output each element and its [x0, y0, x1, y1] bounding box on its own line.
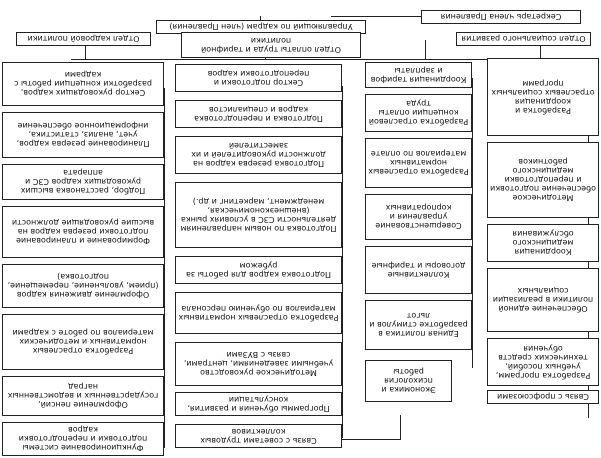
col3-text-1: Координация тарифов и зарплаты: [370, 66, 467, 84]
col3-box-1: Координация тарифов и зарплаты: [365, 62, 472, 88]
social-label: Отдел социального развития: [461, 34, 586, 44]
col3-text-6: Единая политика в разработке стимулов и …: [369, 311, 468, 339]
col1-box-2: Планирование резерва кадров, учет, анали…: [2, 112, 164, 158]
labor-pay-label: Отдел оплаты труда и тарифной политики: [201, 36, 341, 54]
col4-text-6: Связь с профсоюзами: [496, 392, 590, 402]
col4-box-4: Обеспечение единой политики в реализации…: [487, 268, 599, 332]
col1-box-6: Разработка отраслевых нормативных и мето…: [2, 314, 164, 370]
col2-box-2: Подготовка и переподготовка кадров и спе…: [175, 100, 342, 128]
col1-text-5: Оформление движения кадров (прием, уволь…: [7, 272, 159, 300]
secretary-box: Секретарь члена Правления: [421, 10, 581, 24]
col4-text-3: Координация медицинского обслуживания: [512, 229, 574, 257]
col3-text-3: Разработка отраслевых нормативных матери…: [368, 149, 469, 177]
col2-box-4: Подготовка по новым направлениям деятель…: [175, 182, 342, 248]
col2-box-6: Разработка отраслевых нормативных матери…: [175, 292, 342, 334]
col1-box-7: Оформление пенсий, государственных и вед…: [2, 376, 164, 416]
col2-box-5: Подготовка кадров для работы за рубежом: [175, 256, 342, 284]
col4-text-1: Разработка и координация отраслевых соци…: [491, 79, 595, 115]
col2-text-8: Программы обучения и развития, консульта…: [187, 395, 330, 413]
col3-spine: [472, 78, 473, 368]
col2-text-1: Сектор подготовки и переподготовки кадро…: [207, 69, 310, 87]
col3-box-2: Разработка отраслевой концепции оплаты т…: [365, 94, 472, 132]
social-dept: Отдел социального развития: [456, 32, 591, 46]
col1-text-7: Оформление пенсий, государственных и вед…: [7, 382, 159, 410]
col1-text-8: Функционирование системы подготовки и пе…: [18, 425, 148, 453]
hr-policy-label: Отдел кадровой политики: [27, 34, 140, 44]
col2-text-3: Подготовка резерва кадров на должности р…: [191, 141, 326, 169]
col1-box-3: Подбор, расстановка высших руководящих к…: [2, 164, 164, 200]
head-label: Управляющий по кадрам (член Правления): [169, 22, 353, 32]
sovet-link: [341, 439, 401, 440]
col3-box-7: Экономика и психология работы: [365, 360, 452, 402]
col2-box-7: Методическое руководство учебными заведе…: [175, 342, 342, 386]
col4-text-4: Обеспечение единой политики в реализации…: [492, 286, 594, 314]
col3-box-6: Единая политика в разработке стимулов и …: [365, 300, 472, 350]
col1-spine: [164, 88, 165, 448]
col2-box-9: Связь с советами трудовых коллективов: [175, 424, 342, 448]
col3-text-4: Совершенствование управления и корпорати…: [375, 203, 462, 231]
col1-text-4: Формирование и планирование подготовки р…: [11, 218, 155, 246]
col3-text-2: Разработка отраслевой концепции оплаты т…: [368, 99, 469, 127]
col2-text-9: Связь с советами трудовых коллективов: [200, 427, 317, 445]
connector-col3: [425, 40, 426, 60]
col3-box-5: Коллективные договоры и тарифные: [365, 246, 472, 294]
labor-pay-dept: Отдел оплаты труда и тарифной политики: [181, 32, 361, 58]
col4-box-2: Методическое обеспечение подготовки и пе…: [487, 142, 599, 218]
col2-text-7: Методическое руководство учебными заведе…: [183, 350, 334, 378]
hr-policy-dept: Отдел кадровой политики: [16, 32, 151, 46]
col2-text-6: Разработка отраслевых нормативных матери…: [178, 304, 339, 322]
col1-text-2: Планирование резерва кадров, учет, анали…: [16, 121, 150, 149]
col1-box-5: Оформление движения кадров (прием, уволь…: [2, 264, 164, 308]
col4-box-5: Разработка программ, учебных пособий, те…: [487, 338, 599, 386]
top-connector: [71, 59, 541, 60]
col1-box-8: Функционирование системы подготовки и пе…: [2, 422, 164, 456]
col1-box-4: Формирование и планирование подготовки р…: [2, 206, 164, 258]
col4-text-5: Разработка программ, учебных пособий, те…: [495, 344, 591, 380]
col1-text-3: Подбор, расстановка высших руководящих к…: [20, 168, 146, 196]
col3-text-5: Коллективные договоры и тарифные: [371, 261, 466, 279]
col2-spine: [342, 86, 343, 438]
col2-text-2: Подготовка и переподготовка кадров и спе…: [194, 105, 323, 123]
col4-box-1: Разработка и координация отраслевых соци…: [487, 58, 599, 136]
col4-box-6: Связь с профсоюзами: [487, 390, 599, 404]
col2-box-8: Программы обучения и развития, консульта…: [175, 392, 342, 416]
col1-box-1: Сектор руководящих кадров, разработки ко…: [2, 62, 164, 106]
col4-box-3: Координация медицинского обслуживания: [487, 224, 599, 262]
col2-box-1: Сектор подготовки и переподготовки кадро…: [175, 64, 342, 92]
col2-text-5: Подготовка кадров для работы за рубежом: [185, 261, 332, 279]
col3-box-4: Совершенствование управления и корпорати…: [365, 194, 472, 240]
col3-text-7: Экономика и психология работы: [381, 367, 436, 395]
col2-text-4: Подготовка по новым направлениям деятель…: [180, 197, 337, 233]
sovet-link-v: [400, 415, 401, 440]
col1-text-1: Сектор руководящих кадров, разработки ко…: [14, 70, 152, 98]
col2-box-3: Подготовка резерва кадров на должности р…: [175, 136, 342, 174]
col1-text-6: Разработка отраслевых нормативных и мето…: [12, 328, 154, 356]
secretary-label: Секретарь члена Правления: [440, 12, 562, 22]
col3-box-3: Разработка отраслевых нормативных матери…: [365, 138, 472, 188]
col4-text-2: Методическое обеспечение подготовки и пе…: [490, 157, 596, 203]
